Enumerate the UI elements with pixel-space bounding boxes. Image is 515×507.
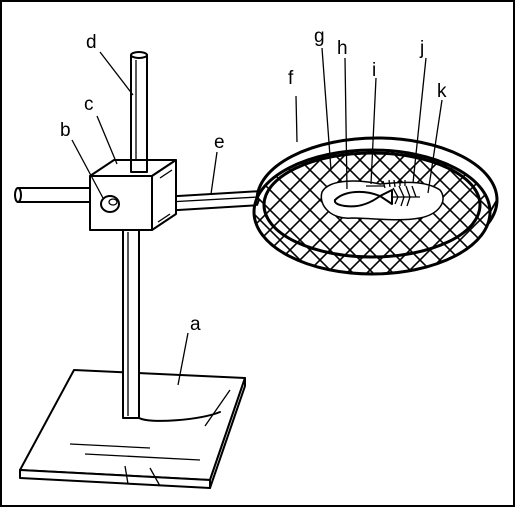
base-plate bbox=[19, 369, 246, 489]
label-i: i bbox=[372, 60, 376, 81]
label-h: h bbox=[337, 38, 348, 59]
vertical-rod bbox=[122, 227, 221, 422]
label-k: k bbox=[437, 81, 447, 102]
label-a: a bbox=[190, 314, 201, 335]
screw-knob bbox=[100, 195, 120, 213]
label-c: c bbox=[84, 94, 94, 115]
label-e: e bbox=[214, 132, 225, 153]
label-j: j bbox=[419, 38, 424, 59]
label-f: f bbox=[288, 68, 294, 89]
clamp-block bbox=[89, 159, 177, 231]
label-b: b bbox=[60, 120, 71, 141]
label-g: g bbox=[314, 26, 325, 47]
leader-lines bbox=[71, 47, 443, 386]
tissue-patch bbox=[320, 180, 444, 221]
petri-dish bbox=[252, 136, 499, 276]
upper-rod bbox=[130, 51, 148, 166]
label-d: d bbox=[86, 32, 97, 53]
fish-specimen bbox=[333, 179, 420, 208]
